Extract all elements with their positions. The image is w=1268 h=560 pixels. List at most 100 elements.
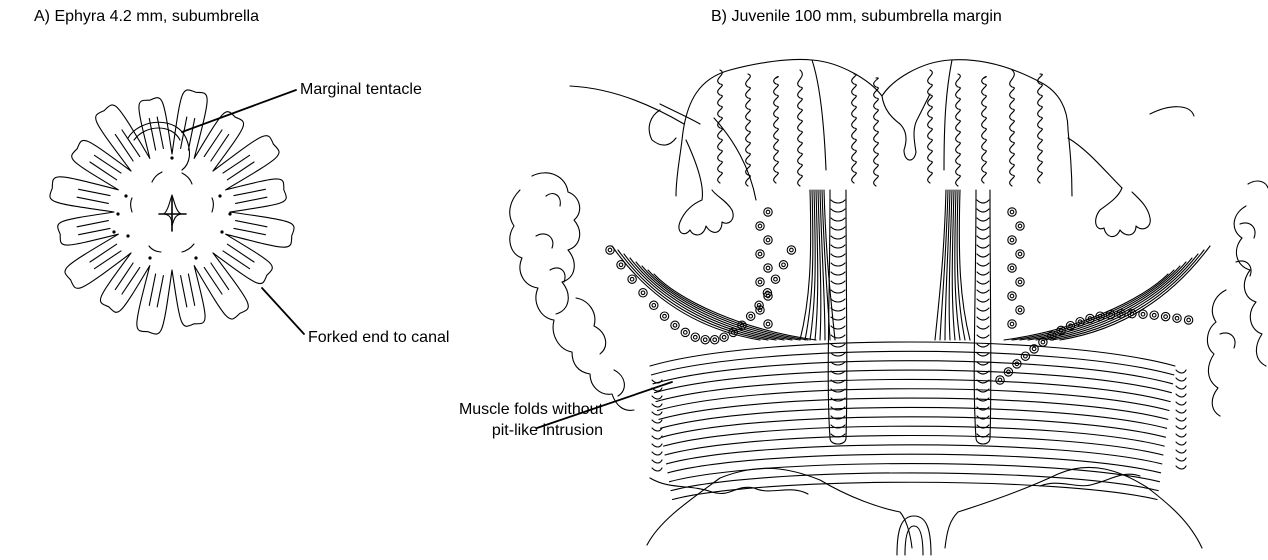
margin-bead [1176, 370, 1186, 373]
filament-ring-core [1041, 340, 1045, 344]
filament-ring-core [998, 378, 1002, 382]
canal-end [976, 438, 990, 444]
canal-bead [977, 281, 989, 284]
lappet-canal [181, 274, 195, 307]
fan-line [618, 250, 768, 340]
canal-bead [977, 245, 989, 248]
margin-bead [652, 460, 662, 463]
filament-ring [720, 333, 728, 341]
margin-bead [1176, 458, 1186, 461]
filament-ring-core [673, 324, 677, 328]
filament-ring-core [766, 210, 770, 214]
canal-bead [977, 209, 989, 212]
filament-ring-core [1018, 252, 1022, 256]
margin-bead [1176, 418, 1186, 421]
fan-line [1044, 254, 1198, 340]
muscle-folds-leader [537, 382, 672, 428]
filament-ring-core [641, 291, 645, 295]
filament-ring [1016, 306, 1024, 314]
muscle-fold-line [673, 482, 1158, 499]
filament-ring [756, 250, 764, 258]
margin-bead [1176, 394, 1186, 397]
margin-bead [652, 412, 662, 415]
filament-ring [650, 301, 658, 309]
canal-bead [977, 200, 989, 203]
lappet-crenulation [1010, 70, 1015, 186]
umbrella-margin [647, 467, 1202, 548]
filament-ring-core [619, 263, 623, 267]
fan-line [1060, 246, 1210, 340]
filament-ring [1016, 222, 1024, 230]
fan-line [624, 254, 776, 340]
filament-ring-core [758, 280, 762, 284]
muscle-fold-line [652, 351, 1174, 375]
canal-bead [831, 209, 845, 212]
lappet-crenulations [718, 70, 1043, 186]
filament-ring-core [1187, 318, 1191, 322]
margin-bead [652, 436, 662, 439]
lappet-crenulation [874, 78, 879, 186]
filament-ring-core [1018, 224, 1022, 228]
juvenile-drawing [510, 59, 1268, 555]
margin-bead [1176, 450, 1186, 453]
margin-bead [652, 380, 662, 383]
margin-bead [1176, 442, 1186, 445]
filament-ring-core [766, 294, 770, 298]
filament-ring [1173, 314, 1181, 322]
fan-line [805, 190, 813, 340]
lappet-crenulation [852, 74, 857, 183]
filament-ring [764, 236, 772, 244]
margin-bead [652, 452, 662, 455]
canal-bead [831, 344, 845, 347]
filament-ring [1150, 311, 1158, 319]
canal-bead [977, 227, 989, 230]
canal-bead [977, 317, 989, 320]
filament-ring [764, 264, 772, 272]
filament-ring [1008, 236, 1016, 244]
margin-bead [652, 420, 662, 423]
filament-ring [747, 312, 755, 320]
filament-ring [1008, 320, 1016, 328]
lappet-canal [234, 189, 267, 203]
fan-line [957, 190, 965, 340]
filament-ring [639, 289, 647, 297]
margin-bead [1176, 386, 1186, 389]
filament-ring [1016, 250, 1024, 258]
canal-bead [977, 353, 989, 356]
canal-bead [831, 290, 845, 293]
filament-ring-core [790, 248, 794, 252]
lappet-canal [90, 155, 121, 180]
filament-ring [756, 278, 764, 286]
filament-ring-core [684, 331, 688, 335]
canal-bead [977, 308, 989, 311]
filament-ring-core [782, 263, 786, 267]
margin-bead [652, 396, 662, 399]
filament-ring-core [694, 335, 698, 339]
filament-ring [1184, 316, 1192, 324]
muscle-fold-line [653, 361, 1173, 384]
margin-bead [1176, 434, 1186, 437]
filament-ring-core [758, 252, 762, 256]
canal-bead [831, 272, 845, 275]
canal-bead [831, 245, 845, 248]
filament-ring-core [766, 238, 770, 242]
filament-ring-core [1010, 294, 1014, 298]
filament-ring-core [1010, 238, 1014, 242]
canal-bead [831, 263, 845, 266]
convoluted-edge-left [510, 173, 634, 411]
filament-ring [671, 321, 679, 329]
lappet-crenulation [982, 77, 987, 183]
margin-bead [1176, 466, 1186, 469]
filament-ring [711, 336, 719, 344]
fan-line [630, 258, 784, 340]
lappet-crenulation [956, 74, 961, 186]
canal-end [830, 438, 846, 444]
canal-bead [831, 227, 845, 230]
filament-ring-core [1010, 322, 1014, 326]
lappet-canal [181, 117, 195, 150]
canal-bead [831, 200, 845, 203]
filament-ring-core [703, 338, 707, 342]
margin-bead [1176, 378, 1186, 381]
canal-bead [977, 218, 989, 221]
filament-ring-core [1010, 266, 1014, 270]
